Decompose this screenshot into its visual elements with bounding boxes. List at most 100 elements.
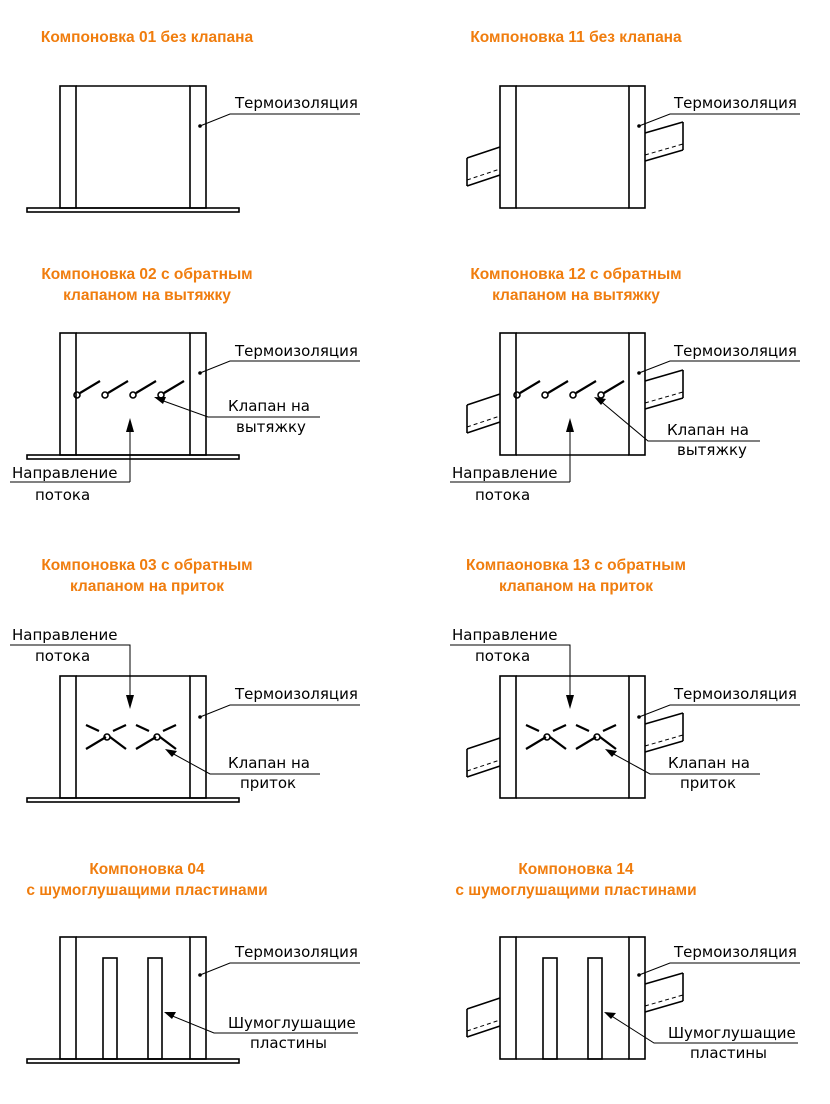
- left-pipe-centerline: [466, 1019, 501, 1032]
- left-pipe-centerline: [466, 168, 501, 181]
- insulation-label: Термоизоляция: [234, 342, 358, 360]
- panel-12-title-line1: Компоновка 12 с обратным: [470, 266, 681, 283]
- right-pipe-centerline: [644, 143, 684, 156]
- flow-label-line1: Направление: [12, 464, 117, 482]
- left-pipe-top: [466, 737, 501, 750]
- valve-label-line1: Клапан на: [228, 754, 310, 772]
- silencer-plate: [147, 957, 163, 1060]
- valve-leader: [597, 398, 760, 442]
- insulation-leader: [199, 962, 360, 976]
- panel-14: Компоновка 14 с шумоглушащими пластинами…: [455, 861, 800, 1062]
- left-pipe-bottom: [466, 174, 501, 187]
- panel-11: Компоновка 11 без клапана Термоизоляция: [466, 29, 800, 209]
- mounting-flange: [26, 1058, 240, 1064]
- insulation-leader: [199, 113, 360, 127]
- insulation-label: Термоизоляция: [234, 94, 358, 112]
- flow-label-line1: Направление: [452, 626, 557, 644]
- insulation-wall-left: [59, 936, 77, 1060]
- exhaust-valve-flaps: [73, 380, 185, 399]
- leader-dot: [637, 371, 641, 375]
- exhaust-valve-flaps: [513, 380, 625, 399]
- supply-valve-flaps: [525, 724, 617, 750]
- valve-leader: [609, 751, 760, 775]
- insulation-wall-left: [59, 675, 77, 799]
- insulation-label: Термоизоляция: [673, 94, 797, 112]
- valve-label-line1: Клапан на: [667, 421, 749, 439]
- panel-02-title-line2: клапаном на вытяжку: [63, 287, 231, 304]
- valve-arrowhead: [594, 397, 606, 405]
- leader-dot: [637, 973, 641, 977]
- panel-02: Компоновка 02 с обратным клапаном на выт…: [10, 266, 360, 504]
- insulation-wall-right: [628, 675, 646, 799]
- flow-arrowhead: [566, 695, 574, 709]
- panel-01-title: Компоновка 01 без клапана: [41, 29, 254, 46]
- flow-label-line1: Направление: [12, 626, 117, 644]
- insulation-label: Термоизоляция: [673, 685, 797, 703]
- valve-label-line1: Клапан на: [668, 754, 750, 772]
- leader-dot: [637, 124, 641, 128]
- panel-12-title-line2: клапаном на вытяжку: [492, 287, 660, 304]
- flow-label-line2: потока: [35, 486, 90, 504]
- leader-dot: [198, 715, 202, 719]
- flow-label-line2: потока: [35, 647, 90, 665]
- panel-12: Компоновка 12 с обратным клапаном на выт…: [450, 266, 800, 504]
- valve-label-line2: вытяжку: [236, 418, 306, 436]
- insulation-leader: [638, 113, 800, 127]
- valve-leader: [157, 398, 320, 418]
- leader-dot: [198, 973, 202, 977]
- plates-label-line1: Шумоглушащие: [228, 1014, 356, 1032]
- right-pipe-top: [644, 712, 684, 725]
- plates-arrowhead: [604, 1012, 616, 1019]
- supply-valve-flaps: [85, 724, 177, 750]
- insulation-wall-left: [499, 675, 517, 799]
- panel-13: Компаоновка 13 с обратным клапаном на пр…: [450, 557, 800, 799]
- mounting-flange: [26, 454, 240, 460]
- insulation-wall-right: [189, 85, 207, 209]
- left-pipe-bottom: [466, 1025, 501, 1038]
- left-pipe-bottom: [466, 765, 501, 778]
- insulation-label: Термоизоляция: [234, 685, 358, 703]
- insulation-leader: [638, 704, 800, 718]
- valve-arrowhead: [165, 749, 177, 757]
- plates-leader: [609, 1014, 798, 1044]
- panel-03-title-line2: клапаном на приток: [70, 578, 224, 595]
- panel-14-title-line1: Компоновка 14: [518, 861, 634, 878]
- silencer-plate: [587, 957, 603, 1060]
- left-pipe-centerline: [466, 415, 501, 428]
- flow-arrowhead: [566, 418, 574, 432]
- insulation-leader: [199, 704, 360, 718]
- left-pipe-top: [466, 997, 501, 1010]
- right-pipe-bottom: [644, 740, 684, 753]
- insulation-wall-right: [628, 332, 646, 456]
- mounting-flange: [26, 207, 240, 213]
- valve-label-line2: приток: [680, 774, 736, 792]
- right-pipe-bottom: [644, 397, 684, 410]
- leader-dot: [198, 124, 202, 128]
- plates-arrowhead: [164, 1012, 176, 1019]
- insulation-label: Термоизоляция: [673, 943, 797, 961]
- flow-label-line1: Направление: [452, 464, 557, 482]
- flow-arrow: [10, 644, 131, 700]
- insulation-wall-right: [189, 936, 207, 1060]
- valve-label-line2: приток: [240, 774, 296, 792]
- flow-arrow: [450, 644, 571, 700]
- valve-arrowhead: [605, 749, 617, 757]
- panel-03: Компоновка 03 с обратным клапаном на при…: [10, 557, 360, 803]
- plates-label-line1: Шумоглушащие: [668, 1024, 796, 1042]
- valve-label-line2: вытяжку: [677, 441, 747, 459]
- right-pipe-top: [644, 369, 684, 382]
- insulation-wall-right: [189, 675, 207, 799]
- panel-14-title-line2: с шумоглушащими пластинами: [455, 882, 696, 899]
- panel-04-title-line2: с шумоглушащими пластинами: [26, 882, 267, 899]
- valve-label-line1: Клапан на: [228, 397, 310, 415]
- silencer-plate: [102, 957, 118, 1060]
- panel-13-title-line1: Компаоновка 13 с обратным: [466, 557, 686, 574]
- panel-04-title-line1: Компоновка 04: [89, 861, 205, 878]
- insulation-leader: [638, 962, 800, 976]
- insulation-label: Термоизоляция: [234, 943, 358, 961]
- insulation-label: Термоизоляция: [673, 342, 797, 360]
- plates-label-line2: пластины: [250, 1034, 327, 1052]
- plates-label-line2: пластины: [690, 1044, 767, 1062]
- right-pipe-bottom: [644, 1000, 684, 1013]
